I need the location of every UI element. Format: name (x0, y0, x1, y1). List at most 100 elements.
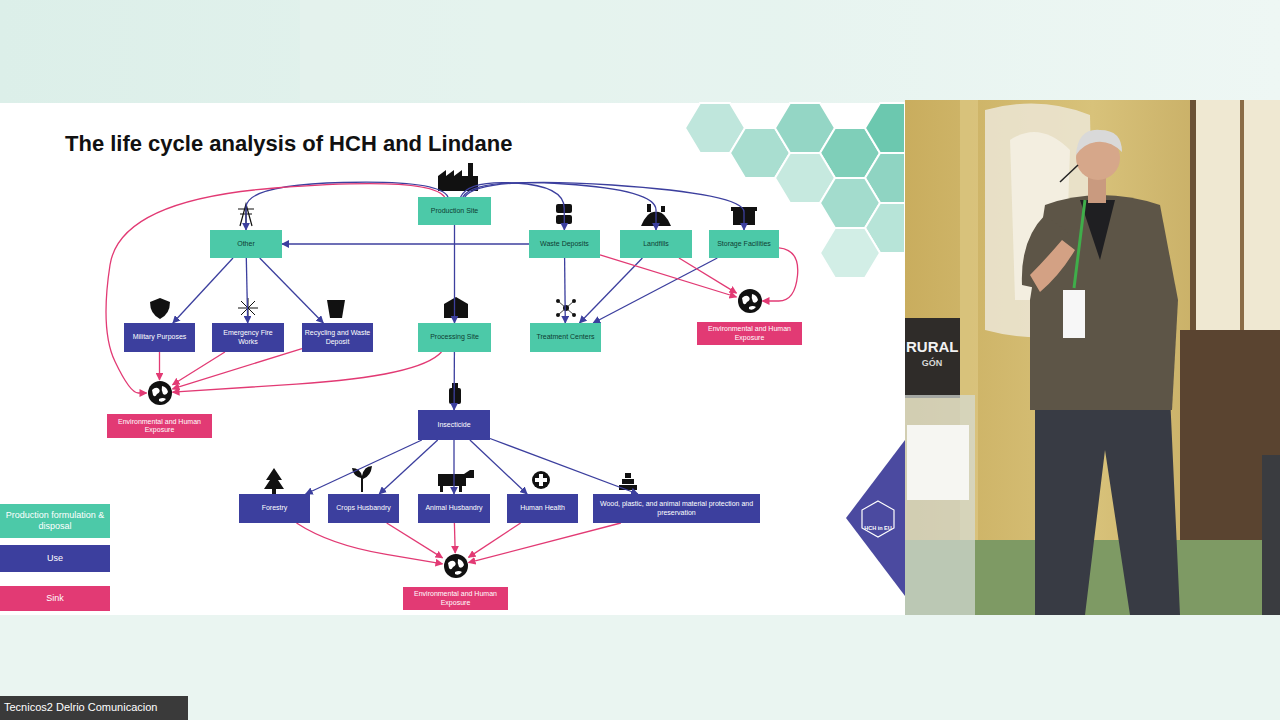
connector (106, 184, 445, 393)
connector (453, 352, 455, 410)
production-box: Processing Site (418, 323, 491, 352)
node-text: Processing Site (428, 333, 481, 341)
production-box: Production Site (418, 197, 491, 225)
connector (282, 243, 529, 244)
production-box: Storage Facilities (709, 230, 779, 258)
connector (454, 225, 455, 323)
plant-icon (352, 466, 372, 492)
top-band (0, 0, 1280, 103)
connector (173, 352, 442, 392)
node-text: Animal Husbandry (423, 504, 484, 512)
caller-name-tag: Tecnicos2 Delrio Comunicacion (0, 696, 188, 720)
connector (246, 258, 247, 323)
sink-box: Environmental and Human Exposure (403, 587, 508, 610)
use-box: Insecticide (418, 410, 490, 440)
bin-icon (327, 300, 345, 318)
connector (297, 523, 443, 564)
connector (173, 352, 225, 385)
use-box: Military Purposes (124, 323, 195, 352)
connector (679, 258, 737, 293)
bottom-band (0, 615, 1280, 720)
logo-text: HCH in EU (864, 525, 892, 531)
use-box: Forestry (239, 494, 310, 523)
logo-hexagon (862, 501, 894, 537)
globe-icon (737, 288, 763, 314)
connector (387, 523, 443, 558)
connector (469, 523, 621, 563)
sink-box: Environmental and Human Exposure (697, 322, 802, 345)
node-text: Insecticide (435, 421, 472, 429)
diagram-icons (150, 163, 757, 494)
connector (470, 440, 527, 494)
connector (454, 523, 456, 553)
node-text: Environmental and Human Exposure (107, 418, 212, 434)
use-box: Recycling and Waste Deposit (302, 323, 373, 352)
logo-triangle (846, 440, 905, 596)
cross-icon (532, 471, 550, 489)
node-text: Emergency Fire Works (212, 329, 284, 345)
legend-text: Sink (46, 593, 64, 604)
legend-swatch: Sink (0, 586, 110, 611)
connector (173, 349, 303, 389)
connector (173, 258, 233, 323)
node-text: Treatment Centers (534, 333, 596, 341)
node-text: Landfills (641, 240, 671, 248)
connector (453, 440, 454, 494)
connector (465, 182, 744, 230)
node-text: Other (235, 240, 257, 248)
shield-icon (150, 298, 170, 319)
globe-icon (147, 380, 173, 406)
speaker-photo (905, 100, 1280, 615)
node-text: Production Site (429, 207, 480, 215)
connector (463, 183, 656, 230)
sink-node: Environmental and Human Exposure (697, 288, 802, 345)
node-text: Storage Facilities (715, 240, 773, 248)
slide-panel (0, 103, 905, 615)
connector (490, 439, 638, 495)
connector (600, 255, 737, 297)
podium-text: RURAL (906, 338, 958, 355)
node-text: Waste Deposits (538, 240, 591, 248)
sink-node: Environmental and Human Exposure (403, 553, 508, 610)
podium-text: GÓN (906, 358, 958, 368)
use-box: Crops Husbandry (328, 494, 399, 523)
node-text: Human Health (518, 504, 567, 512)
production-box: Treatment Centers (530, 323, 601, 352)
use-box: Human Health (507, 494, 578, 523)
top-glow (300, 0, 800, 100)
molecule-icon (556, 299, 576, 317)
connector (306, 440, 422, 494)
use-box: Wood, plastic, and animal material prote… (593, 494, 760, 523)
legend-swatch: Use (0, 545, 110, 572)
node-text: Wood, plastic, and animal material prote… (593, 500, 760, 516)
node-text: Military Purposes (131, 333, 189, 341)
connector (159, 352, 160, 380)
slide-title: The life cycle analysis of HCH and Linda… (65, 131, 512, 157)
production-box: Landfills (620, 230, 692, 258)
use-box: Animal Husbandry (418, 494, 490, 523)
node-text: Recycling and Waste Deposit (302, 329, 373, 345)
production-box: Waste Deposits (529, 230, 600, 258)
connector (260, 258, 324, 323)
legend-text: Production formulation & disposal (4, 510, 106, 532)
use-box: Emergency Fire Works (212, 323, 284, 352)
production-box: Other (210, 230, 282, 258)
legend-text: Use (47, 553, 63, 564)
connector (469, 523, 521, 557)
connector (564, 258, 566, 323)
node-text: Environmental and Human Exposure (697, 325, 802, 341)
sink-node: Environmental and Human Exposure (107, 380, 212, 438)
bottle-icon (449, 383, 461, 404)
tree-icon (264, 468, 284, 494)
node-text: Forestry (260, 504, 290, 512)
node-text: Environmental and Human Exposure (403, 590, 508, 606)
legend-swatch: Production formulation & disposal (0, 504, 110, 538)
connector (379, 440, 438, 494)
node-text: Crops Husbandry (334, 504, 392, 512)
warehouse-icon (444, 297, 468, 318)
cow-icon (438, 470, 474, 492)
sink-box: Environmental and Human Exposure (107, 414, 212, 438)
connector (593, 258, 717, 323)
